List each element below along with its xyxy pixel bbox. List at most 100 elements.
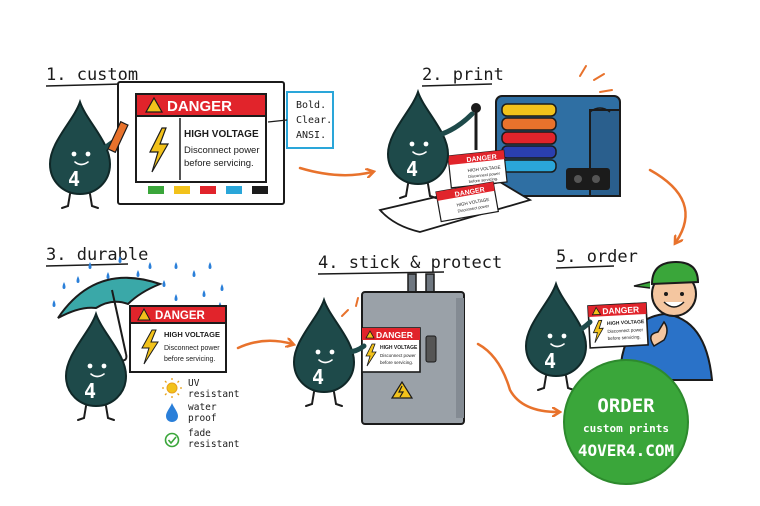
- panel-headline: HIGH VOLTAGE: [380, 345, 418, 351]
- panel-line-1: Disconnect power: [380, 353, 416, 358]
- order-badge[interactable]: ORDER custom prints 4OVER4.COM: [563, 359, 689, 485]
- rain-drop-icon: [118, 256, 122, 263]
- durable-headline: HIGH VOLTAGE: [164, 330, 220, 339]
- water-drop-icon: [166, 403, 178, 422]
- color-swatch: [226, 186, 242, 194]
- feature-water-line-1: water: [188, 402, 217, 413]
- rain-drop-icon: [106, 272, 110, 279]
- order-badge-subtitle: custom prints: [583, 422, 669, 435]
- arrow-durable-to-stick: [236, 341, 292, 350]
- step-order: 5. order DANGER HIGH VOLTAGE Disconnect …: [525, 247, 714, 485]
- droplet-mascot-printer: 4: [387, 91, 475, 199]
- sun-icon: [166, 382, 178, 394]
- printed-headline-2: HIGH VOLTAGE: [456, 197, 489, 208]
- cap-icon: [650, 260, 700, 286]
- warning-triangle-icon: [365, 330, 375, 339]
- order-danger-label: DANGER: [602, 304, 639, 316]
- printed-line-1b: before servicing.: [469, 176, 499, 184]
- droplet-label-3: 4: [84, 379, 96, 403]
- danger-sign-order: DANGER HIGH VOLTAGE Disconnect power bef…: [587, 302, 649, 349]
- printed-sign-2: DANGER HIGH VOLTAGE Disconnect power: [435, 181, 500, 223]
- color-swatch: [148, 186, 164, 194]
- color-swatch: [252, 186, 268, 194]
- step-title-order: 5. order: [556, 247, 638, 267]
- arrow-print-to-order: [648, 168, 687, 242]
- rain-drop-icon: [220, 284, 224, 291]
- rain-drop-icon: [76, 276, 80, 283]
- style-note-card: Bold. Clear. ANSI.: [267, 91, 334, 149]
- droplet-label-2: 4: [406, 157, 418, 181]
- feature-water-line-2: proof: [188, 413, 217, 424]
- printed-danger-1: DANGER: [466, 154, 497, 164]
- pencil-icon: [107, 120, 129, 154]
- thumbs-up-icon: [650, 320, 668, 348]
- arrow-stick-to-order: [476, 342, 558, 412]
- step-stick-protect: 4. stick & protect DANGER HIGH VOLTAGE D…: [293, 253, 502, 425]
- step-title-durable: 3. durable: [46, 245, 148, 265]
- rain-drop-icon: [208, 262, 212, 269]
- panel-danger-label: DANGER: [376, 330, 413, 340]
- sign-headline: HIGH VOLTAGE: [184, 129, 259, 140]
- color-swatch: [200, 186, 216, 194]
- check-circle-icon: [164, 432, 180, 448]
- droplet-label-5: 4: [544, 349, 556, 373]
- rain-drop-icon: [148, 262, 152, 269]
- danger-sign-large: DANGER HIGH VOLTAGE Disconnect power bef…: [135, 93, 267, 183]
- note-line-2: Clear.: [296, 115, 332, 126]
- feature-fade-line-1: fade: [188, 428, 211, 439]
- rain-drop-icon: [174, 294, 178, 301]
- step-title-custom: 1. custom: [46, 65, 138, 85]
- printed-line-1a: Disconnect power: [468, 171, 501, 179]
- step-title-stick-protect: 4. stick & protect: [318, 253, 502, 273]
- rain-drop-icon: [174, 262, 178, 269]
- lightning-bolt-icon: [592, 319, 604, 343]
- printing-press: [471, 95, 621, 197]
- rain-drop-icon: [136, 270, 140, 277]
- rain-drop-icon: [88, 262, 92, 269]
- rain-drop-icon: [162, 280, 166, 287]
- lightning-bolt-icon: [141, 329, 159, 365]
- lightning-bolt-icon: [365, 343, 377, 367]
- danger-label: DANGER: [167, 98, 232, 115]
- feature-water: water proof: [166, 402, 217, 424]
- rain-drop-icon: [62, 282, 66, 289]
- hazard-lightning-icon: [390, 380, 414, 399]
- droplet-mascot-sticker: 4: [293, 299, 367, 407]
- feature-uv-line-2: resistant: [188, 389, 239, 400]
- rain-drop-icon: [52, 300, 56, 307]
- droplet-mascot-designer: 4: [49, 101, 129, 209]
- durable-danger-label: DANGER: [155, 310, 206, 322]
- sign-line-1: Disconnect power: [184, 145, 260, 156]
- order-headline: HIGH VOLTAGE: [607, 319, 645, 327]
- durable-line-1: Disconnect power: [164, 345, 220, 352]
- warning-triangle-icon: [137, 307, 151, 321]
- step-durable: 3. durable DANGER HIGH VOLTAGE Disconnec…: [45, 245, 239, 450]
- order-line-2: before servicing.: [608, 334, 641, 341]
- lightning-bolt-icon: [149, 127, 170, 173]
- order-badge-title: ORDER: [597, 395, 655, 417]
- color-swatches: [148, 186, 268, 194]
- step-custom: 1. custom DANGER HIGH VOLTAGE Disconnect…: [45, 65, 334, 209]
- warning-triangle-icon: [591, 306, 602, 316]
- sign-line-2: before servicing.: [184, 158, 254, 169]
- droplet-mascot-order: 4: [525, 283, 593, 391]
- note-line-1: Bold.: [296, 100, 326, 111]
- step-title-print: 2. print: [422, 65, 504, 85]
- rain-drop-icon: [192, 270, 196, 277]
- printed-line-2a: Disconnect power: [457, 203, 490, 214]
- droplet-label: 4: [68, 167, 80, 191]
- printed-sign-1: DANGER HIGH VOLTAGE Disconnect power bef…: [447, 149, 508, 189]
- danger-sign-panel: DANGER HIGH VOLTAGE Disconnect power bef…: [361, 327, 421, 373]
- printed-headline-1: HIGH VOLTAGE: [467, 165, 500, 173]
- danger-sign-durable: DANGER HIGH VOLTAGE Disconnect power bef…: [129, 305, 227, 373]
- order-badge-url[interactable]: 4OVER4.COM: [578, 441, 674, 460]
- droplet-mascot-umbrella: 4: [65, 313, 127, 421]
- droplet-label-4: 4: [312, 365, 324, 389]
- feature-fade: fade resistant: [164, 428, 239, 450]
- feature-fade-line-2: resistant: [188, 439, 239, 450]
- arrow-custom-to-print: [298, 166, 372, 175]
- customer-person: [618, 260, 714, 381]
- panel-line-2: before servicing.: [380, 360, 413, 365]
